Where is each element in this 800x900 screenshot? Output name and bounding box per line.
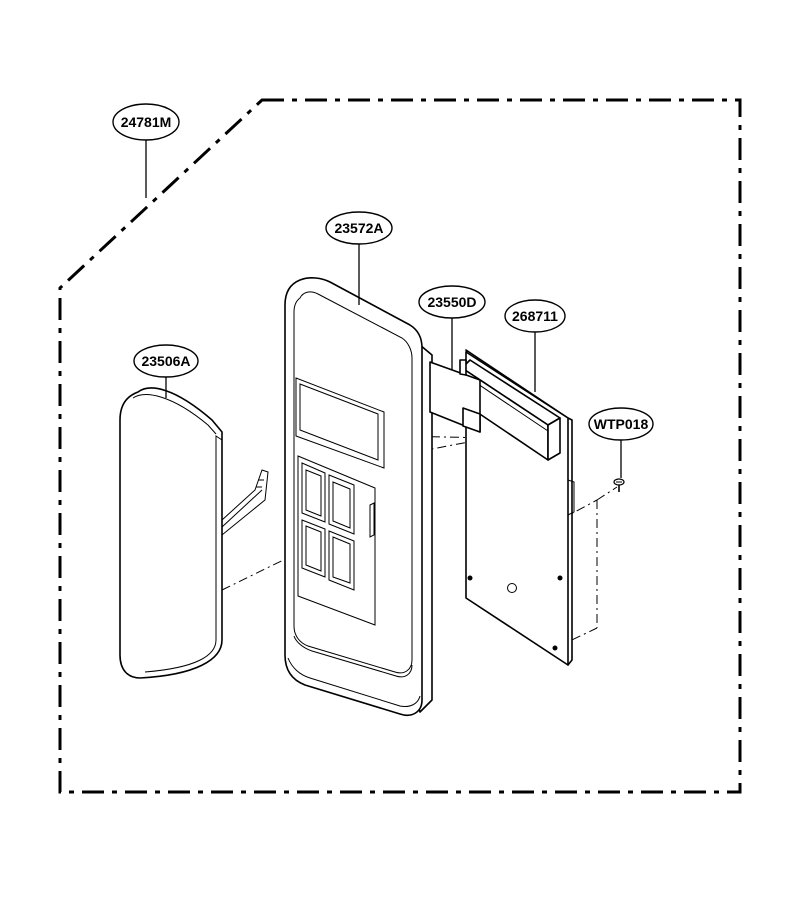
callout-268711: 268711 <box>504 299 566 333</box>
membrane-part <box>429 359 481 433</box>
callout-23550d: 23550D <box>418 285 486 319</box>
keypad-grid <box>301 462 355 591</box>
screw-part <box>613 478 625 492</box>
callout-label: 23506A <box>141 353 190 369</box>
callout-label: 24781M <box>121 114 172 130</box>
callout-23506a: 23506A <box>133 344 199 378</box>
callout-label: WTP018 <box>594 416 649 432</box>
control-panel-part <box>284 277 433 716</box>
callout-label: 23572A <box>334 220 383 236</box>
assembly-boundary <box>58 98 742 794</box>
callout-label: 268711 <box>512 308 558 324</box>
callout-wtp018: WTP018 <box>588 407 654 441</box>
callout-24781m: 24781M <box>112 103 180 141</box>
door-cover-part <box>119 387 269 679</box>
leader-lines <box>145 140 622 478</box>
pcb-part <box>461 349 575 666</box>
callout-23572a: 23572A <box>325 211 393 245</box>
callout-label: 23550D <box>427 294 476 310</box>
